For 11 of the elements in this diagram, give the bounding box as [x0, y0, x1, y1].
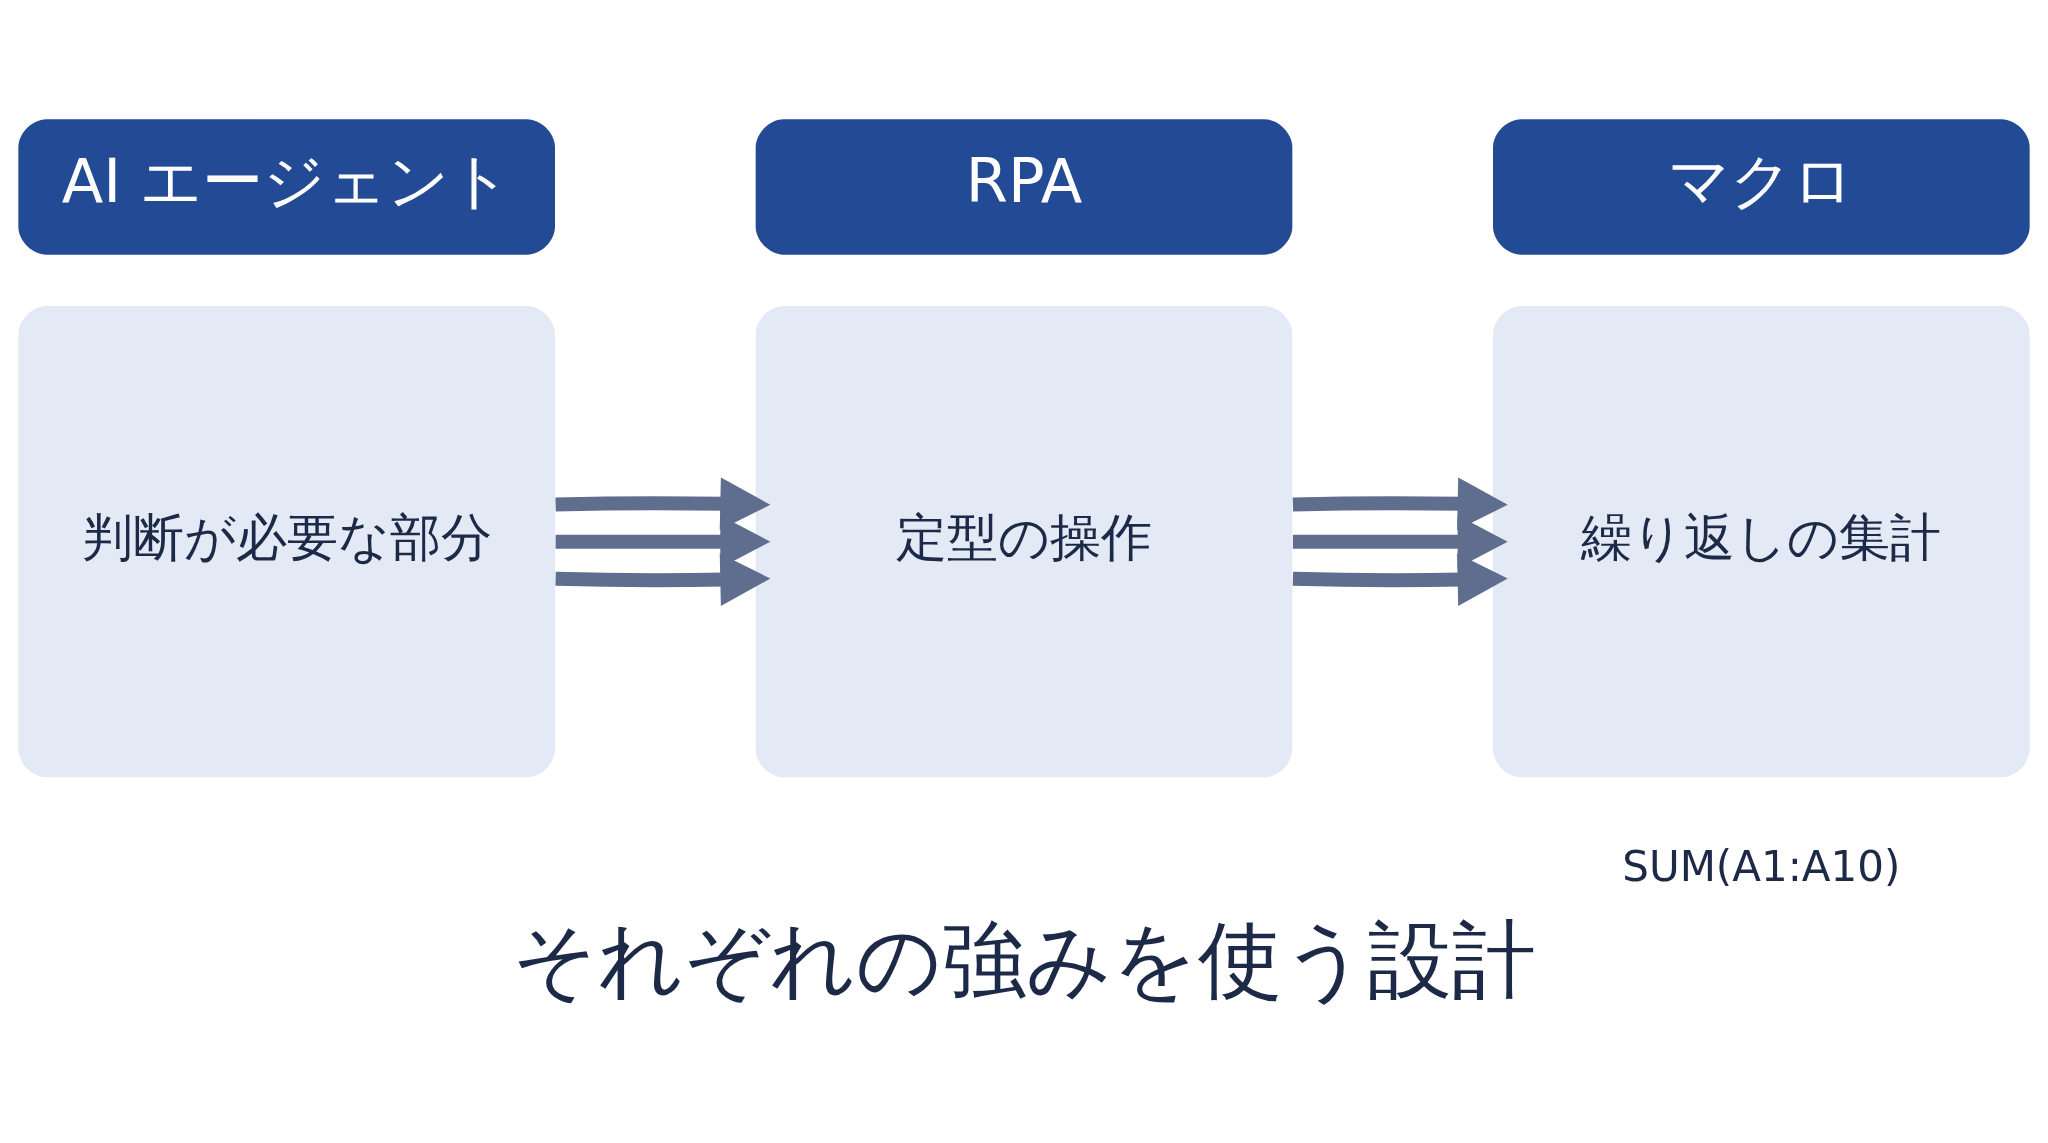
label: SUM(A1:A10) — [1622, 841, 1901, 891]
arrow — [555, 476, 771, 530]
node-box: RPA — [755, 118, 1293, 255]
node-box: 判断が必要な部分 — [18, 305, 555, 777]
arrow — [1292, 552, 1508, 606]
node-box: 繰り返しの集計 — [1493, 305, 2030, 777]
caption: それぞれの強みを使う設計 — [512, 910, 1536, 1009]
node-box: AI エージェント — [18, 118, 555, 255]
arrow — [1292, 476, 1508, 530]
node-box: 定型の操作 — [755, 305, 1293, 777]
node-box: マクロ — [1493, 118, 2030, 255]
